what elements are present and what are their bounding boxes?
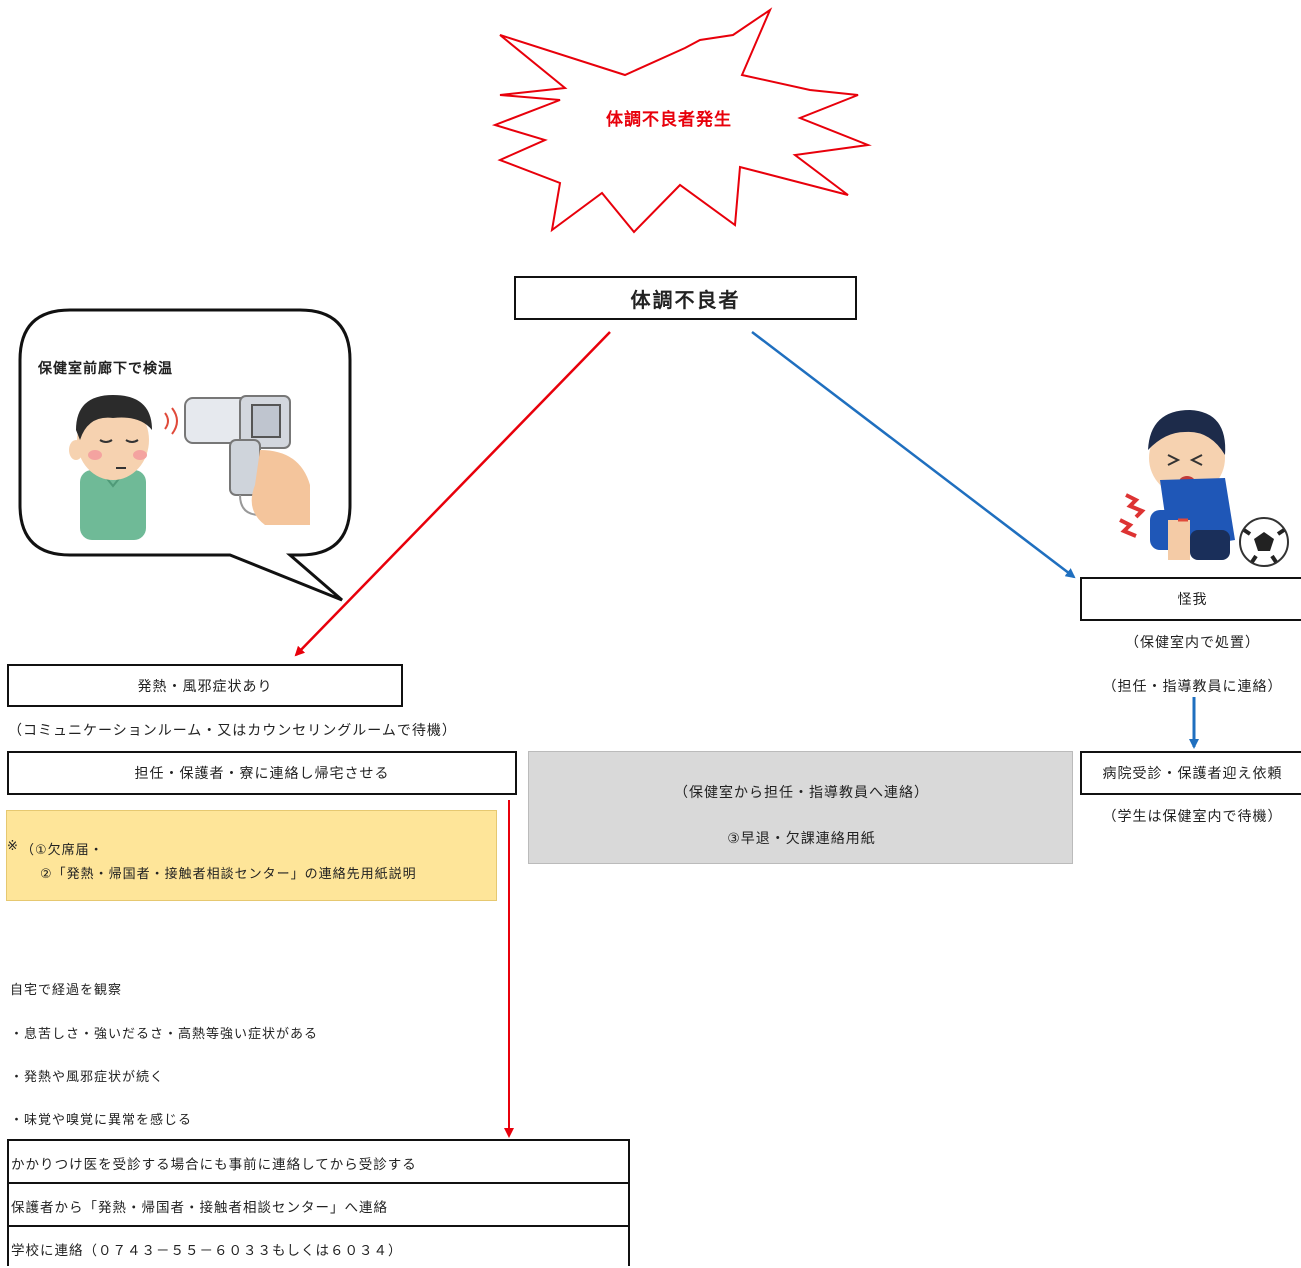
final-row: かかりつけ医を受診する場合にも事前に連絡してから受診する: [9, 1141, 628, 1184]
burst-shape: [491, 7, 872, 234]
final-row: 保護者から「発熱・帰国者・接触者相談センター」へ連絡: [9, 1184, 628, 1227]
injury-note1: （保健室内で処置）: [1125, 635, 1260, 651]
burst-label: 体調不良者発生: [606, 110, 732, 130]
thermometer-illustration: [69, 395, 310, 540]
hospital-box: 病院受診・保護者迎え依頼: [1080, 751, 1301, 795]
main-box: 体調不良者: [514, 276, 857, 320]
note-line1: （①欠席届・: [21, 843, 104, 858]
final-row-text: 保護者から「発熱・帰国者・接触者相談センター」へ連絡: [11, 1200, 388, 1216]
injury-box: 怪我: [1080, 577, 1301, 621]
observe-item: ・息苦しさ・強いだるさ・高熱等強い症状がある: [10, 1027, 319, 1042]
fever-box: 発熱・風邪症状あり: [7, 664, 403, 707]
red-arrow-to-fever: [294, 331, 611, 657]
observe-item: ・発熱や風邪症状が続く: [10, 1070, 165, 1085]
final-row: 学校に連絡（０７４３－５５－６０３３もしくは６０３４）: [9, 1227, 628, 1268]
final-row-text: かかりつけ医を受診する場合にも事前に連絡してから受診する: [11, 1157, 417, 1173]
speech-bubble-shape: [18, 308, 352, 602]
bubble-label: 保健室前廊下で検温: [38, 361, 173, 377]
note-panel: ※ （①欠席届・ ②「発熱・帰国者・接触者相談センター」の連絡先用紙説明: [6, 810, 497, 901]
final-table: かかりつけ医を受診する場合にも事前に連絡してから受診する 保護者から「発熱・帰国…: [7, 1139, 630, 1266]
observe-title: 自宅で経過を観察: [10, 983, 123, 998]
blue-arrow-to-injury: [751, 331, 1076, 579]
observe-item: ・味覚や嗅覚に異常を感じる: [10, 1113, 193, 1128]
center-line2: ③早退・欠課連絡用紙: [727, 831, 876, 847]
final-row-text: 学校に連絡（０７４３－５５－６０３３もしくは６０３４）: [11, 1243, 403, 1259]
injury-note2: （担任・指導教員に連絡）: [1102, 679, 1283, 695]
hospital-note: （学生は保健室内で待機）: [1102, 809, 1283, 825]
center-line1: （保健室から担任・指導教員へ連絡）: [674, 785, 929, 801]
note-line2: ②「発熱・帰国者・接触者相談センター」の連絡先用紙説明: [40, 867, 417, 882]
contact-box: 担任・保護者・寮に連絡し帰宅させる: [7, 751, 517, 795]
injured-player-illustration: [1119, 410, 1289, 567]
center-panel: （保健室から担任・指導教員へ連絡） ③早退・欠課連絡用紙: [528, 751, 1073, 864]
note-mark: ※: [7, 839, 19, 854]
waiting-note: （コミュニケーションルーム・又はカウンセリングルームで待機）: [8, 723, 457, 739]
